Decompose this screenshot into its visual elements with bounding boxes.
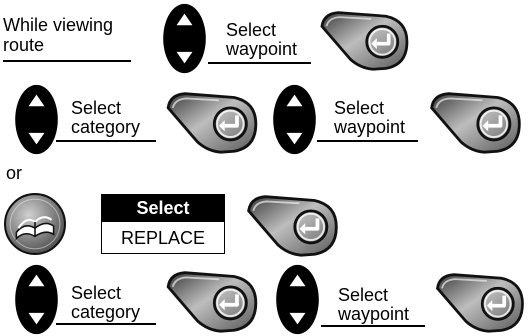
label-line-1: Select (338, 285, 389, 305)
or-text: or (6, 163, 23, 183)
label-underline (56, 323, 156, 325)
up-down-rocker-icon[interactable] (274, 264, 321, 335)
select-waypoint-label: Select waypoint (338, 286, 409, 324)
up-down-rocker-icon[interactable] (271, 84, 318, 155)
up-down-rocker-icon[interactable] (13, 84, 60, 155)
label-line-1: Select (71, 98, 122, 118)
select-waypoint-label: Select waypoint (334, 99, 405, 137)
up-down-rocker-icon[interactable] (161, 3, 208, 74)
book-icon[interactable] (4, 193, 66, 255)
intro-text: While viewing route (3, 15, 113, 55)
label-line-2: waypoint (226, 39, 298, 59)
up-down-rocker-icon[interactable] (13, 264, 60, 335)
intro-line-1: While viewing (3, 15, 114, 35)
select-category-label: Select category (71, 99, 140, 137)
label-underline (321, 325, 425, 327)
label-underline (208, 62, 311, 64)
label-line-2: waypoint (334, 117, 406, 137)
menu-item-replace[interactable]: REPLACE (120, 228, 206, 248)
enter-key-icon[interactable] (162, 89, 261, 155)
label-line-1: Select (334, 98, 385, 118)
intro-underline (3, 60, 131, 62)
label-underline (56, 140, 156, 142)
intro-line-2: route (3, 35, 45, 55)
select-waypoint-label: Select waypoint (226, 21, 297, 59)
enter-key-icon[interactable] (242, 192, 342, 258)
label-line-2: category (71, 302, 141, 322)
enter-key-icon[interactable] (425, 89, 525, 155)
enter-key-icon[interactable] (315, 8, 413, 72)
replace-menu: Select REPLACE (101, 194, 225, 254)
enter-key-icon[interactable] (162, 268, 261, 334)
label-underline (317, 140, 418, 142)
label-line-1: Select (226, 20, 277, 40)
label-line-1: Select (71, 283, 122, 303)
label-line-2: waypoint (338, 304, 410, 324)
menu-header: Select (102, 195, 224, 222)
enter-key-icon[interactable] (431, 270, 528, 334)
label-line-2: category (71, 117, 141, 137)
select-category-label: Select category (71, 284, 140, 322)
